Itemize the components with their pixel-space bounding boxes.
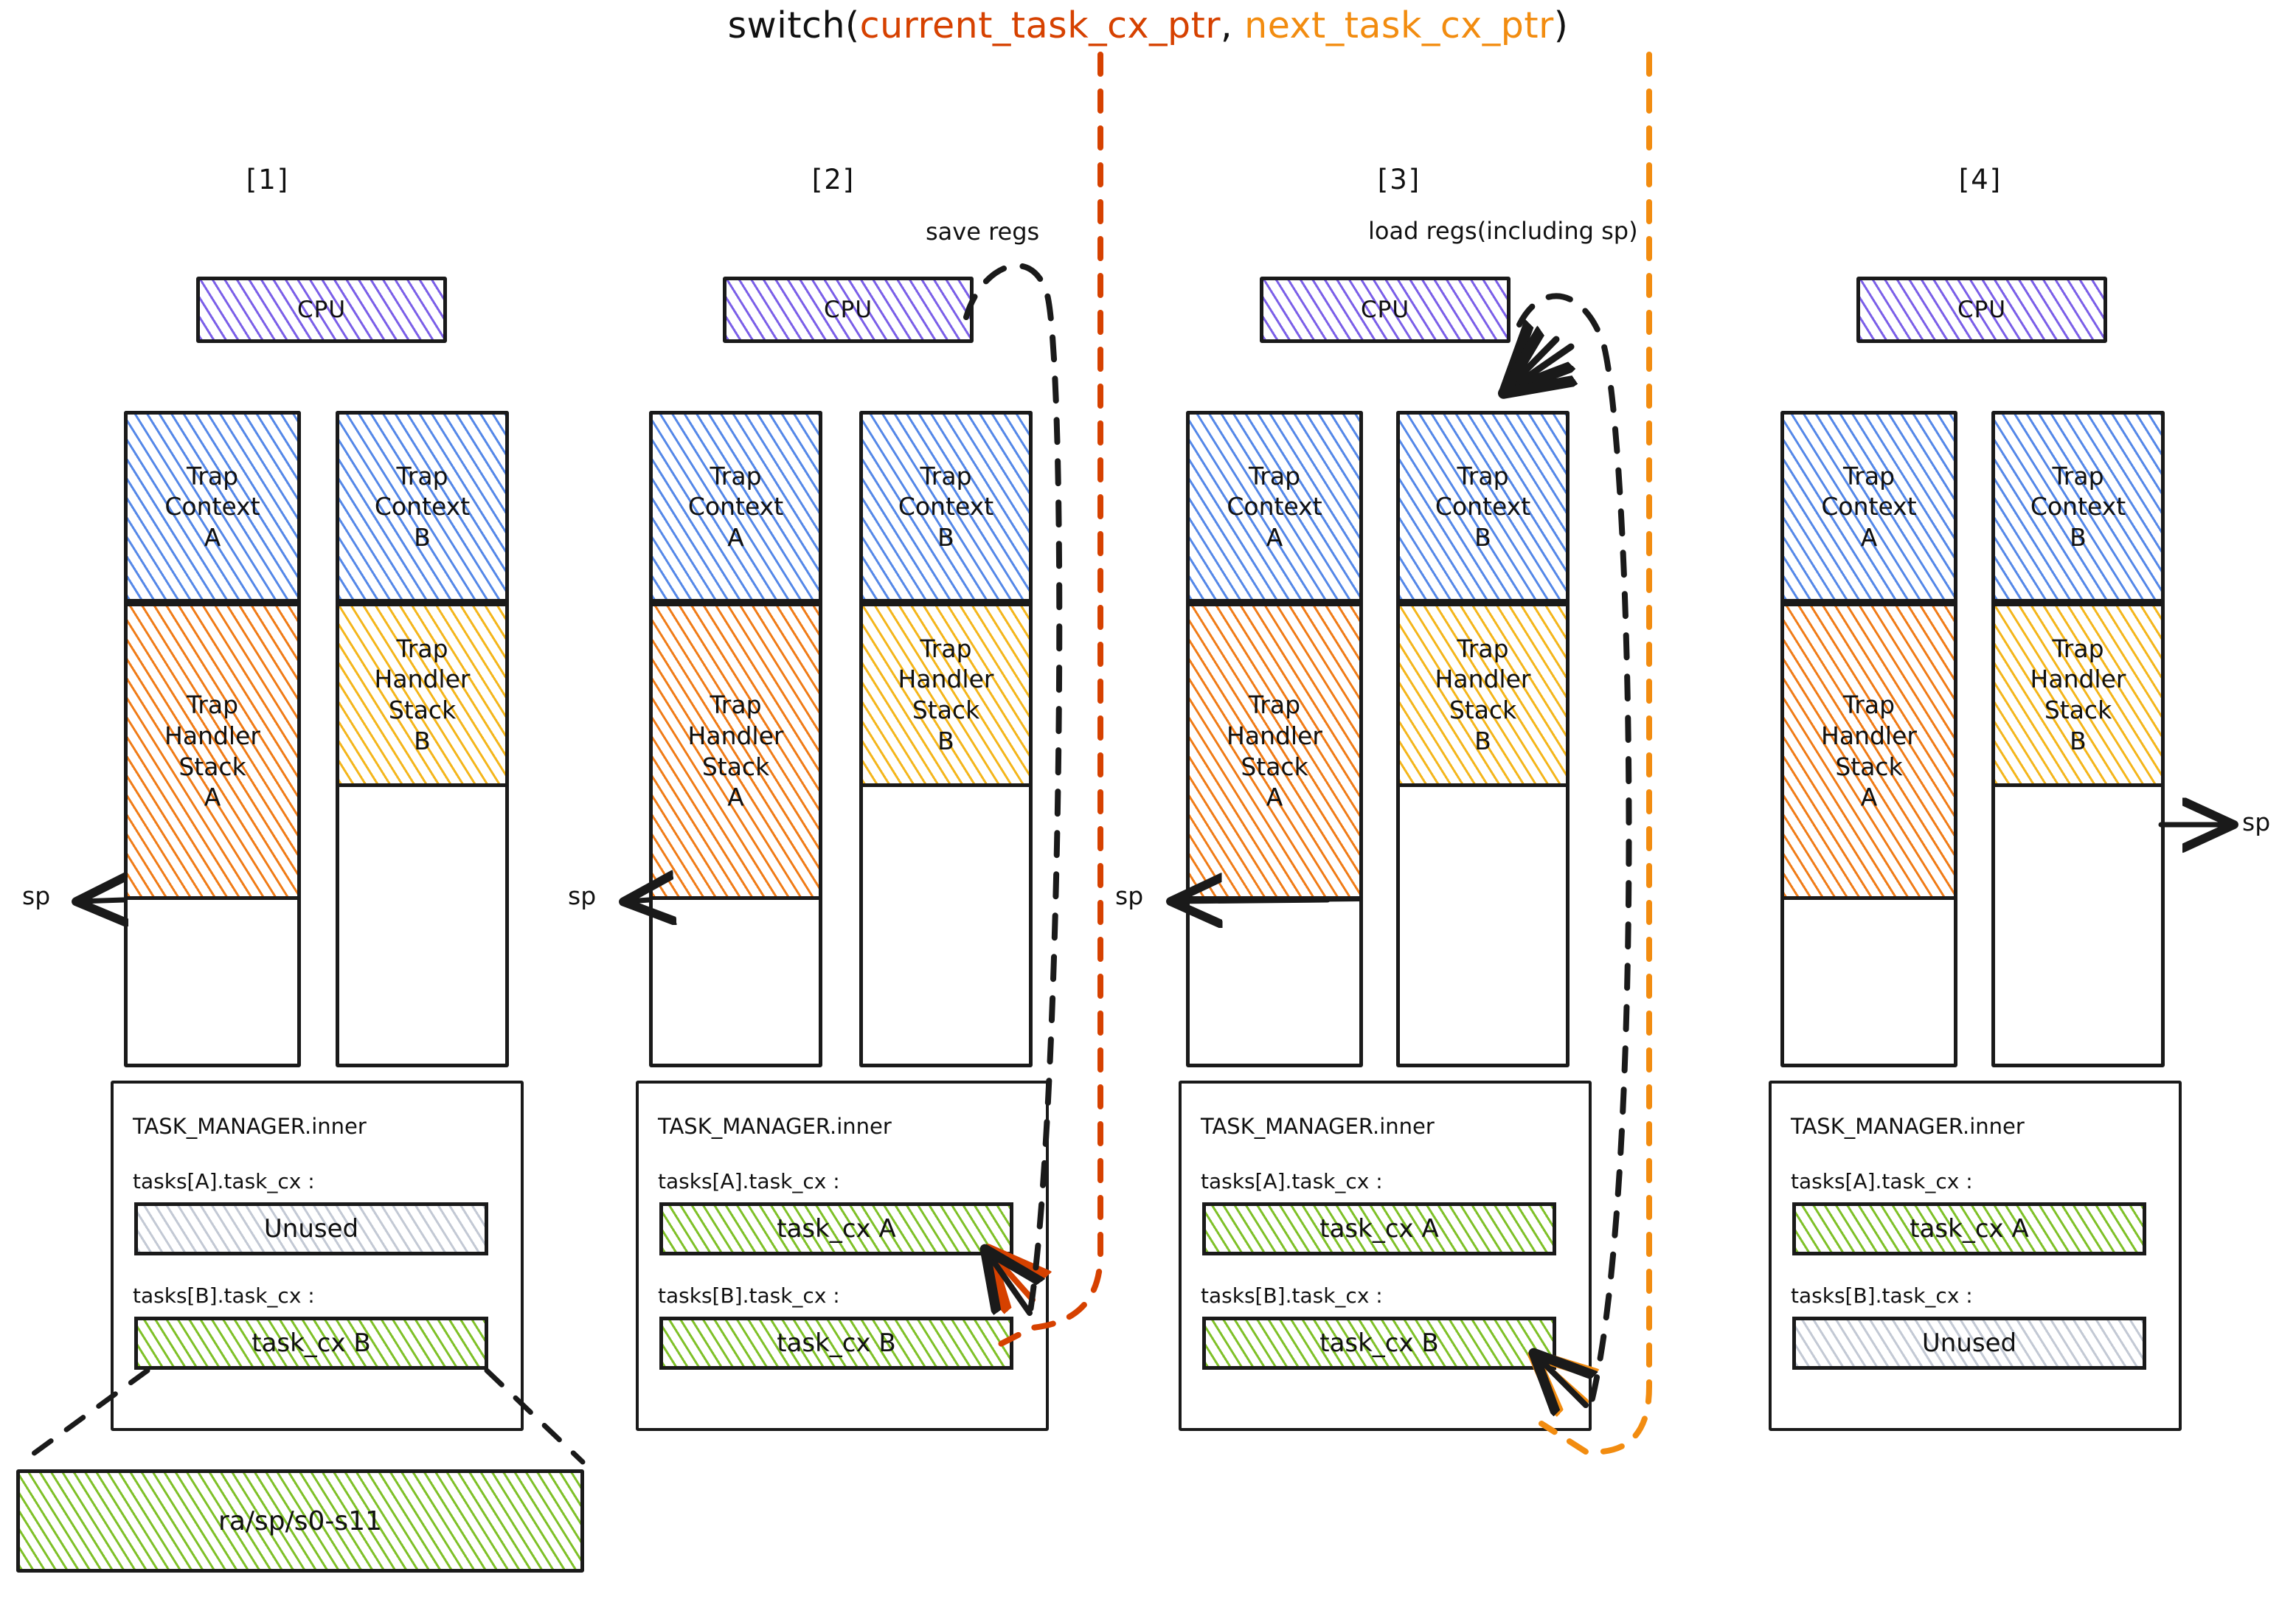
trap-context-a-label-2: Trap Context A	[687, 461, 784, 552]
trap-context-b-label-3: Trap Context B	[1435, 461, 1531, 552]
trap-handler-stack-b-label-4: Trap Handler Stack B	[2030, 634, 2126, 755]
tasks-b-value-4: Unused	[1921, 1328, 2017, 1358]
tasks-a-slot-4: task_cx A	[1792, 1202, 2146, 1255]
trap-context-b-4: Trap Context B	[1991, 411, 2165, 603]
trap-context-b-3: Trap Context B	[1396, 411, 1570, 603]
tasks-b-slot-1: task_cx B	[134, 1317, 488, 1370]
title-arg-current: current_task_cx_ptr	[859, 4, 1221, 46]
page-title: switch(current_task_cx_ptr, next_task_cx…	[0, 4, 2296, 46]
tasks-b-label-4: tasks[B].task_cx :	[1791, 1283, 1973, 1308]
load-regs-arrow	[1509, 339, 1571, 389]
trap-handler-stack-b-label-3: Trap Handler Stack B	[1435, 634, 1531, 755]
tasks-a-label-3: tasks[A].task_cx :	[1201, 1169, 1383, 1193]
cpu-label-4: CPU	[1957, 297, 2007, 323]
tasks-a-label-2: tasks[A].task_cx :	[658, 1169, 840, 1193]
tasks-b-label-2: tasks[B].task_cx :	[658, 1283, 840, 1308]
tasks-a-slot-3: task_cx A	[1202, 1202, 1556, 1255]
tasks-b-value-1: task_cx B	[252, 1328, 371, 1358]
trap-handler-stack-b-label-1: Trap Handler Stack B	[374, 634, 471, 755]
trap-handler-stack-a-2: Trap Handler Stack A	[649, 603, 822, 900]
step-label-4: [4]	[1958, 164, 2002, 195]
task-manager-title-4: TASK_MANAGER.inner	[1791, 1114, 2025, 1139]
tasks-b-slot-4: Unused	[1792, 1317, 2146, 1370]
tasks-a-value-1: Unused	[263, 1214, 359, 1244]
task-manager-panel-1	[111, 1081, 524, 1431]
trap-context-b-1: Trap Context B	[336, 411, 509, 603]
trap-handler-stack-b-1: Trap Handler Stack B	[336, 603, 509, 787]
trap-handler-stack-a-3: Trap Handler Stack A	[1186, 603, 1363, 900]
cpu-box-1: CPU	[196, 277, 447, 343]
trap-context-a-3: Trap Context A	[1186, 411, 1363, 603]
trap-handler-stack-a-4: Trap Handler Stack A	[1780, 603, 1957, 900]
tasks-b-value-2: task_cx B	[777, 1328, 896, 1358]
save-regs-note: save regs	[926, 218, 1040, 246]
sp-label-1: sp	[22, 881, 51, 910]
trap-context-b-label-4: Trap Context B	[2030, 461, 2126, 552]
title-separator: ,	[1220, 4, 1245, 46]
tasks-a-value-4: task_cx A	[1910, 1214, 2029, 1244]
trap-handler-stack-a-label-4: Trap Handler Stack A	[1821, 690, 1917, 812]
tasks-b-slot-2: task_cx B	[659, 1317, 1013, 1370]
trap-context-a-1: Trap Context A	[124, 411, 301, 603]
sp-label-2: sp	[568, 881, 597, 910]
task-manager-title-1: TASK_MANAGER.inner	[133, 1114, 367, 1139]
cpu-label-3: CPU	[1360, 297, 1410, 323]
cpu-box-3: CPU	[1260, 277, 1511, 343]
trap-handler-stack-b-label-2: Trap Handler Stack B	[898, 634, 994, 755]
task-cx-detail-box: ra/sp/s0-s11	[16, 1469, 584, 1573]
sp-arrow-1	[81, 900, 124, 901]
tasks-b-slot-3: task_cx B	[1202, 1317, 1556, 1370]
load-regs-note: load regs(including sp)	[1368, 217, 1638, 245]
tasks-b-label-1: tasks[B].task_cx :	[133, 1283, 315, 1308]
cpu-label-2: CPU	[823, 297, 873, 323]
cpu-label-1: CPU	[296, 297, 347, 323]
trap-context-a-4: Trap Context A	[1780, 411, 1957, 603]
tasks-b-value-3: task_cx B	[1319, 1328, 1439, 1358]
tasks-a-label-4: tasks[A].task_cx :	[1791, 1169, 1973, 1193]
tasks-b-label-3: tasks[B].task_cx :	[1201, 1283, 1383, 1308]
title-arg-next: next_task_cx_ptr	[1244, 4, 1554, 46]
tasks-a-label-1: tasks[A].task_cx :	[133, 1169, 315, 1193]
trap-handler-stack-a-label-3: Trap Handler Stack A	[1227, 690, 1322, 812]
trap-handler-stack-b-3: Trap Handler Stack B	[1396, 603, 1570, 787]
trap-handler-stack-a-label-1: Trap Handler Stack A	[164, 690, 260, 812]
task-cx-detail-label: ra/sp/s0-s11	[218, 1505, 382, 1536]
trap-context-a-label-1: Trap Context A	[164, 461, 260, 552]
trap-context-b-label-2: Trap Context B	[898, 461, 994, 552]
sp-arrow-2	[628, 900, 649, 901]
trap-handler-stack-b-2: Trap Handler Stack B	[859, 603, 1033, 787]
title-fn: switch(	[727, 4, 860, 46]
trap-context-a-label-4: Trap Context A	[1821, 461, 1917, 552]
sp-label-3: sp	[1115, 881, 1144, 910]
sp-label-4: sp	[2242, 808, 2271, 836]
tasks-a-value-2: task_cx A	[777, 1214, 896, 1244]
step-label-3: [3]	[1377, 164, 1421, 195]
task-manager-title-3: TASK_MANAGER.inner	[1201, 1114, 1435, 1139]
tasks-a-slot-2: task_cx A	[659, 1202, 1013, 1255]
task-manager-panel-4	[1769, 1081, 2182, 1431]
trap-handler-stack-b-4: Trap Handler Stack B	[1991, 603, 2165, 787]
step-label-2: [2]	[811, 164, 856, 195]
title-close-paren: )	[1553, 4, 1569, 46]
trap-context-a-2: Trap Context A	[649, 411, 822, 603]
task-manager-title-2: TASK_MANAGER.inner	[658, 1114, 892, 1139]
trap-context-a-label-3: Trap Context A	[1227, 461, 1322, 552]
trap-handler-stack-a-label-2: Trap Handler Stack A	[687, 690, 784, 812]
tasks-a-slot-1: Unused	[134, 1202, 488, 1255]
cpu-box-2: CPU	[723, 277, 974, 343]
trap-context-b-label-1: Trap Context B	[374, 461, 471, 552]
trap-context-b-2: Trap Context B	[859, 411, 1033, 603]
step-label-1: [1]	[246, 164, 290, 195]
trap-handler-stack-a-1: Trap Handler Stack A	[124, 603, 301, 900]
cpu-box-4: CPU	[1856, 277, 2107, 343]
tasks-a-value-3: task_cx A	[1319, 1214, 1439, 1244]
